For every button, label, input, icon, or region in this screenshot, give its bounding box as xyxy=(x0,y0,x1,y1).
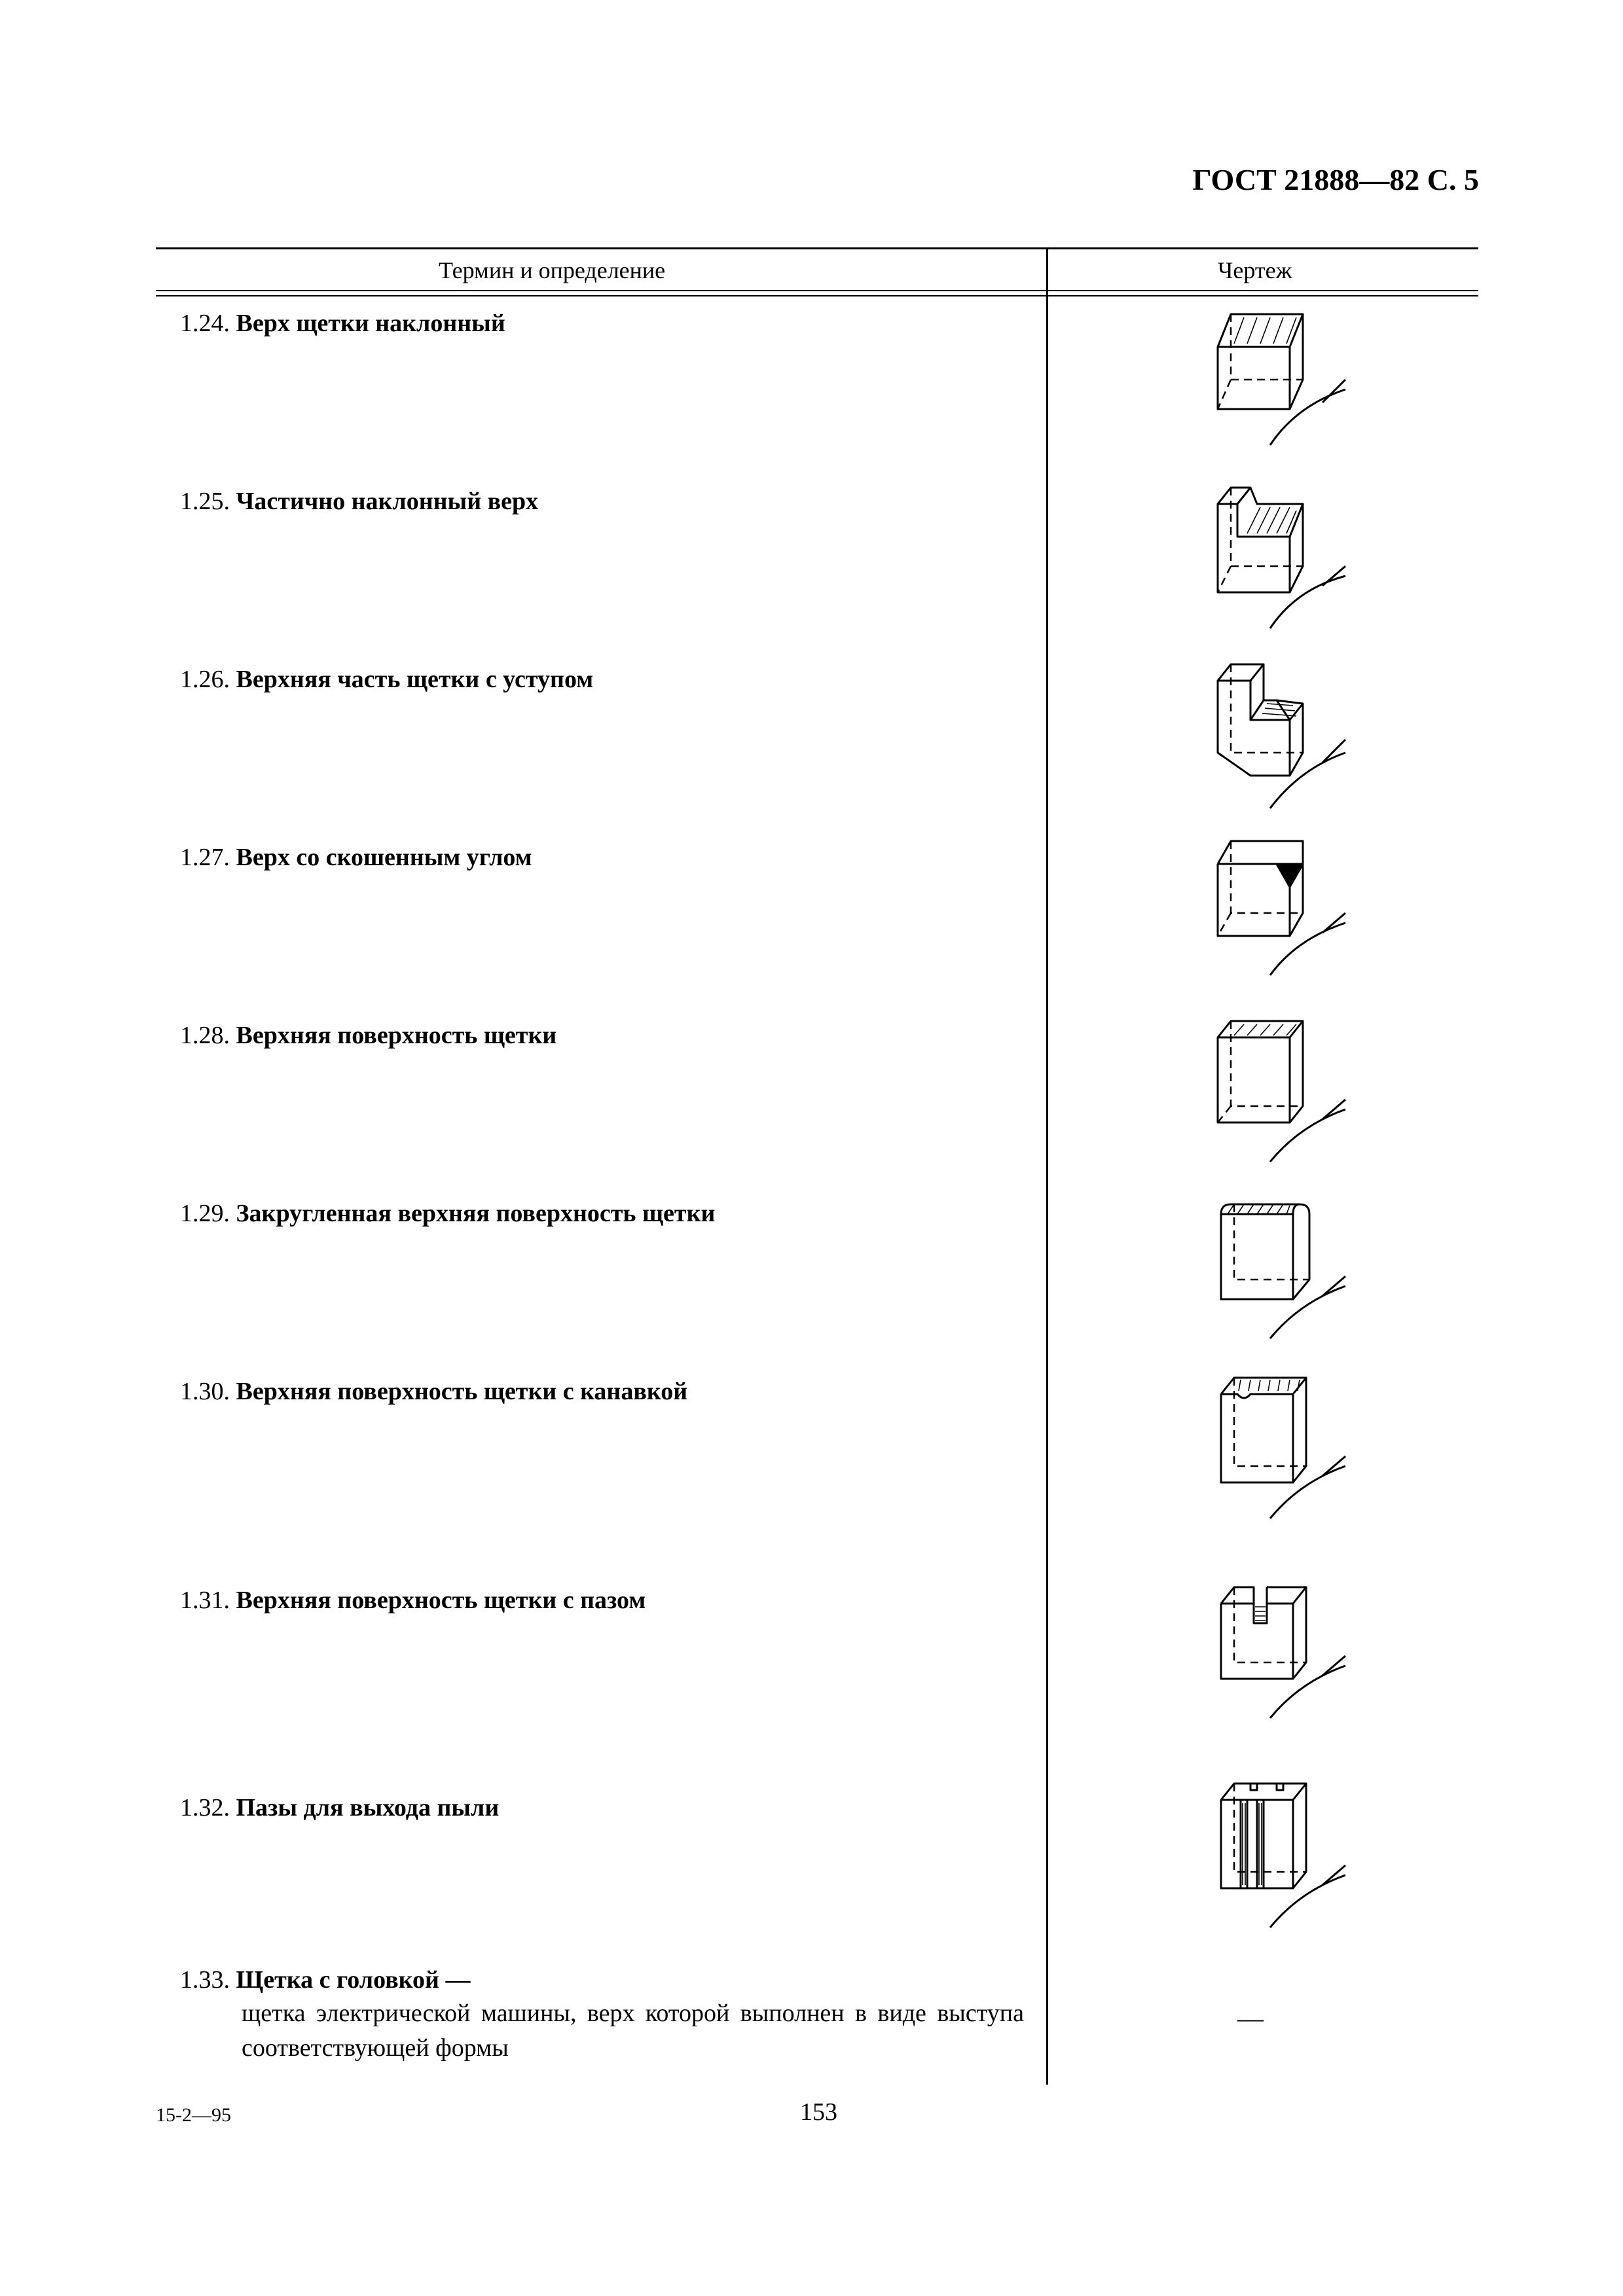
drawing-dash: — xyxy=(1237,2003,1264,2033)
table-header-rule xyxy=(156,290,1478,291)
term-row: 1.26. Верхняя часть щетки с уступом xyxy=(180,665,593,694)
term-row: 1.31. Верхняя поверхность щетки с пазом xyxy=(180,1586,646,1615)
column-header-term: Термин и определение xyxy=(439,257,666,283)
rounded-top-surface-drawing xyxy=(1192,1185,1349,1342)
term-row: 1.33. Щетка с головкой — xyxy=(180,1965,470,1994)
stepped-top-drawing xyxy=(1192,655,1349,812)
column-header-drawing: Чертеж xyxy=(1218,257,1292,283)
table-column-divider xyxy=(1046,249,1048,2085)
table-top-rule xyxy=(156,247,1478,249)
term-row: 1.27. Верх со скошенным углом xyxy=(180,843,532,872)
term-number: 1.31. xyxy=(180,1587,230,1614)
slotted-top-surface-drawing xyxy=(1192,1571,1349,1728)
term-row: 1.25. Частично наклонный верх xyxy=(180,487,538,516)
grooved-top-surface-drawing xyxy=(1192,1361,1349,1519)
slanted-top-brush-drawing xyxy=(1192,301,1349,458)
term-number: 1.33. xyxy=(180,1966,230,1994)
term-row: 1.29. Закругленная верхняя поверхность щ… xyxy=(180,1199,715,1228)
term-number: 1.30. xyxy=(180,1378,230,1405)
term-number: 1.29. xyxy=(180,1200,230,1227)
term-title: Верхняя часть щетки с уступом xyxy=(236,666,594,693)
footer-code: 15-2—95 xyxy=(156,2104,231,2126)
term-title: Закругленная верхняя поверхность щетки xyxy=(236,1200,716,1227)
table-header-rule-2 xyxy=(156,295,1478,296)
top-surface-drawing xyxy=(1192,1008,1349,1165)
term-title: Верхняя поверхность щетки xyxy=(236,1022,557,1049)
page-number: 153 xyxy=(800,2098,837,2126)
term-title: Пазы для выхода пыли xyxy=(236,1794,500,1821)
term-title: Верх щетки наклонный xyxy=(236,310,505,337)
term-title: Частично наклонный верх xyxy=(236,488,539,515)
term-row: 1.24. Верх щетки наклонный xyxy=(180,309,505,338)
term-title: Верх со скошенным углом xyxy=(236,844,532,871)
term-title: Верхняя поверхность щетки с пазом xyxy=(236,1587,646,1614)
chamfered-corner-top-drawing xyxy=(1192,831,1349,988)
term-number: 1.32. xyxy=(180,1794,230,1821)
term-row: 1.32. Пазы для выхода пыли xyxy=(180,1793,499,1822)
term-number: 1.24. xyxy=(180,310,230,337)
dust-slots-drawing xyxy=(1192,1774,1349,1931)
partially-slanted-top-drawing xyxy=(1192,478,1349,635)
term-number: 1.25. xyxy=(180,488,230,515)
term-title: Верхняя поверхность щетки с канавкой xyxy=(236,1378,688,1405)
term-number: 1.27. xyxy=(180,844,230,871)
term-number: 1.28. xyxy=(180,1022,230,1049)
page-header-title: ГОСТ 21888—82 С. 5 xyxy=(1192,163,1479,196)
term-number: 1.26. xyxy=(180,666,230,693)
term-row: 1.30. Верхняя поверхность щетки с канавк… xyxy=(180,1377,687,1406)
term-row: 1.28. Верхняя поверхность щетки xyxy=(180,1021,556,1050)
term-title: Щетка с головкой — xyxy=(236,1966,471,1994)
term-definition: щетка электрической машины, верх которой… xyxy=(242,2000,1024,2062)
